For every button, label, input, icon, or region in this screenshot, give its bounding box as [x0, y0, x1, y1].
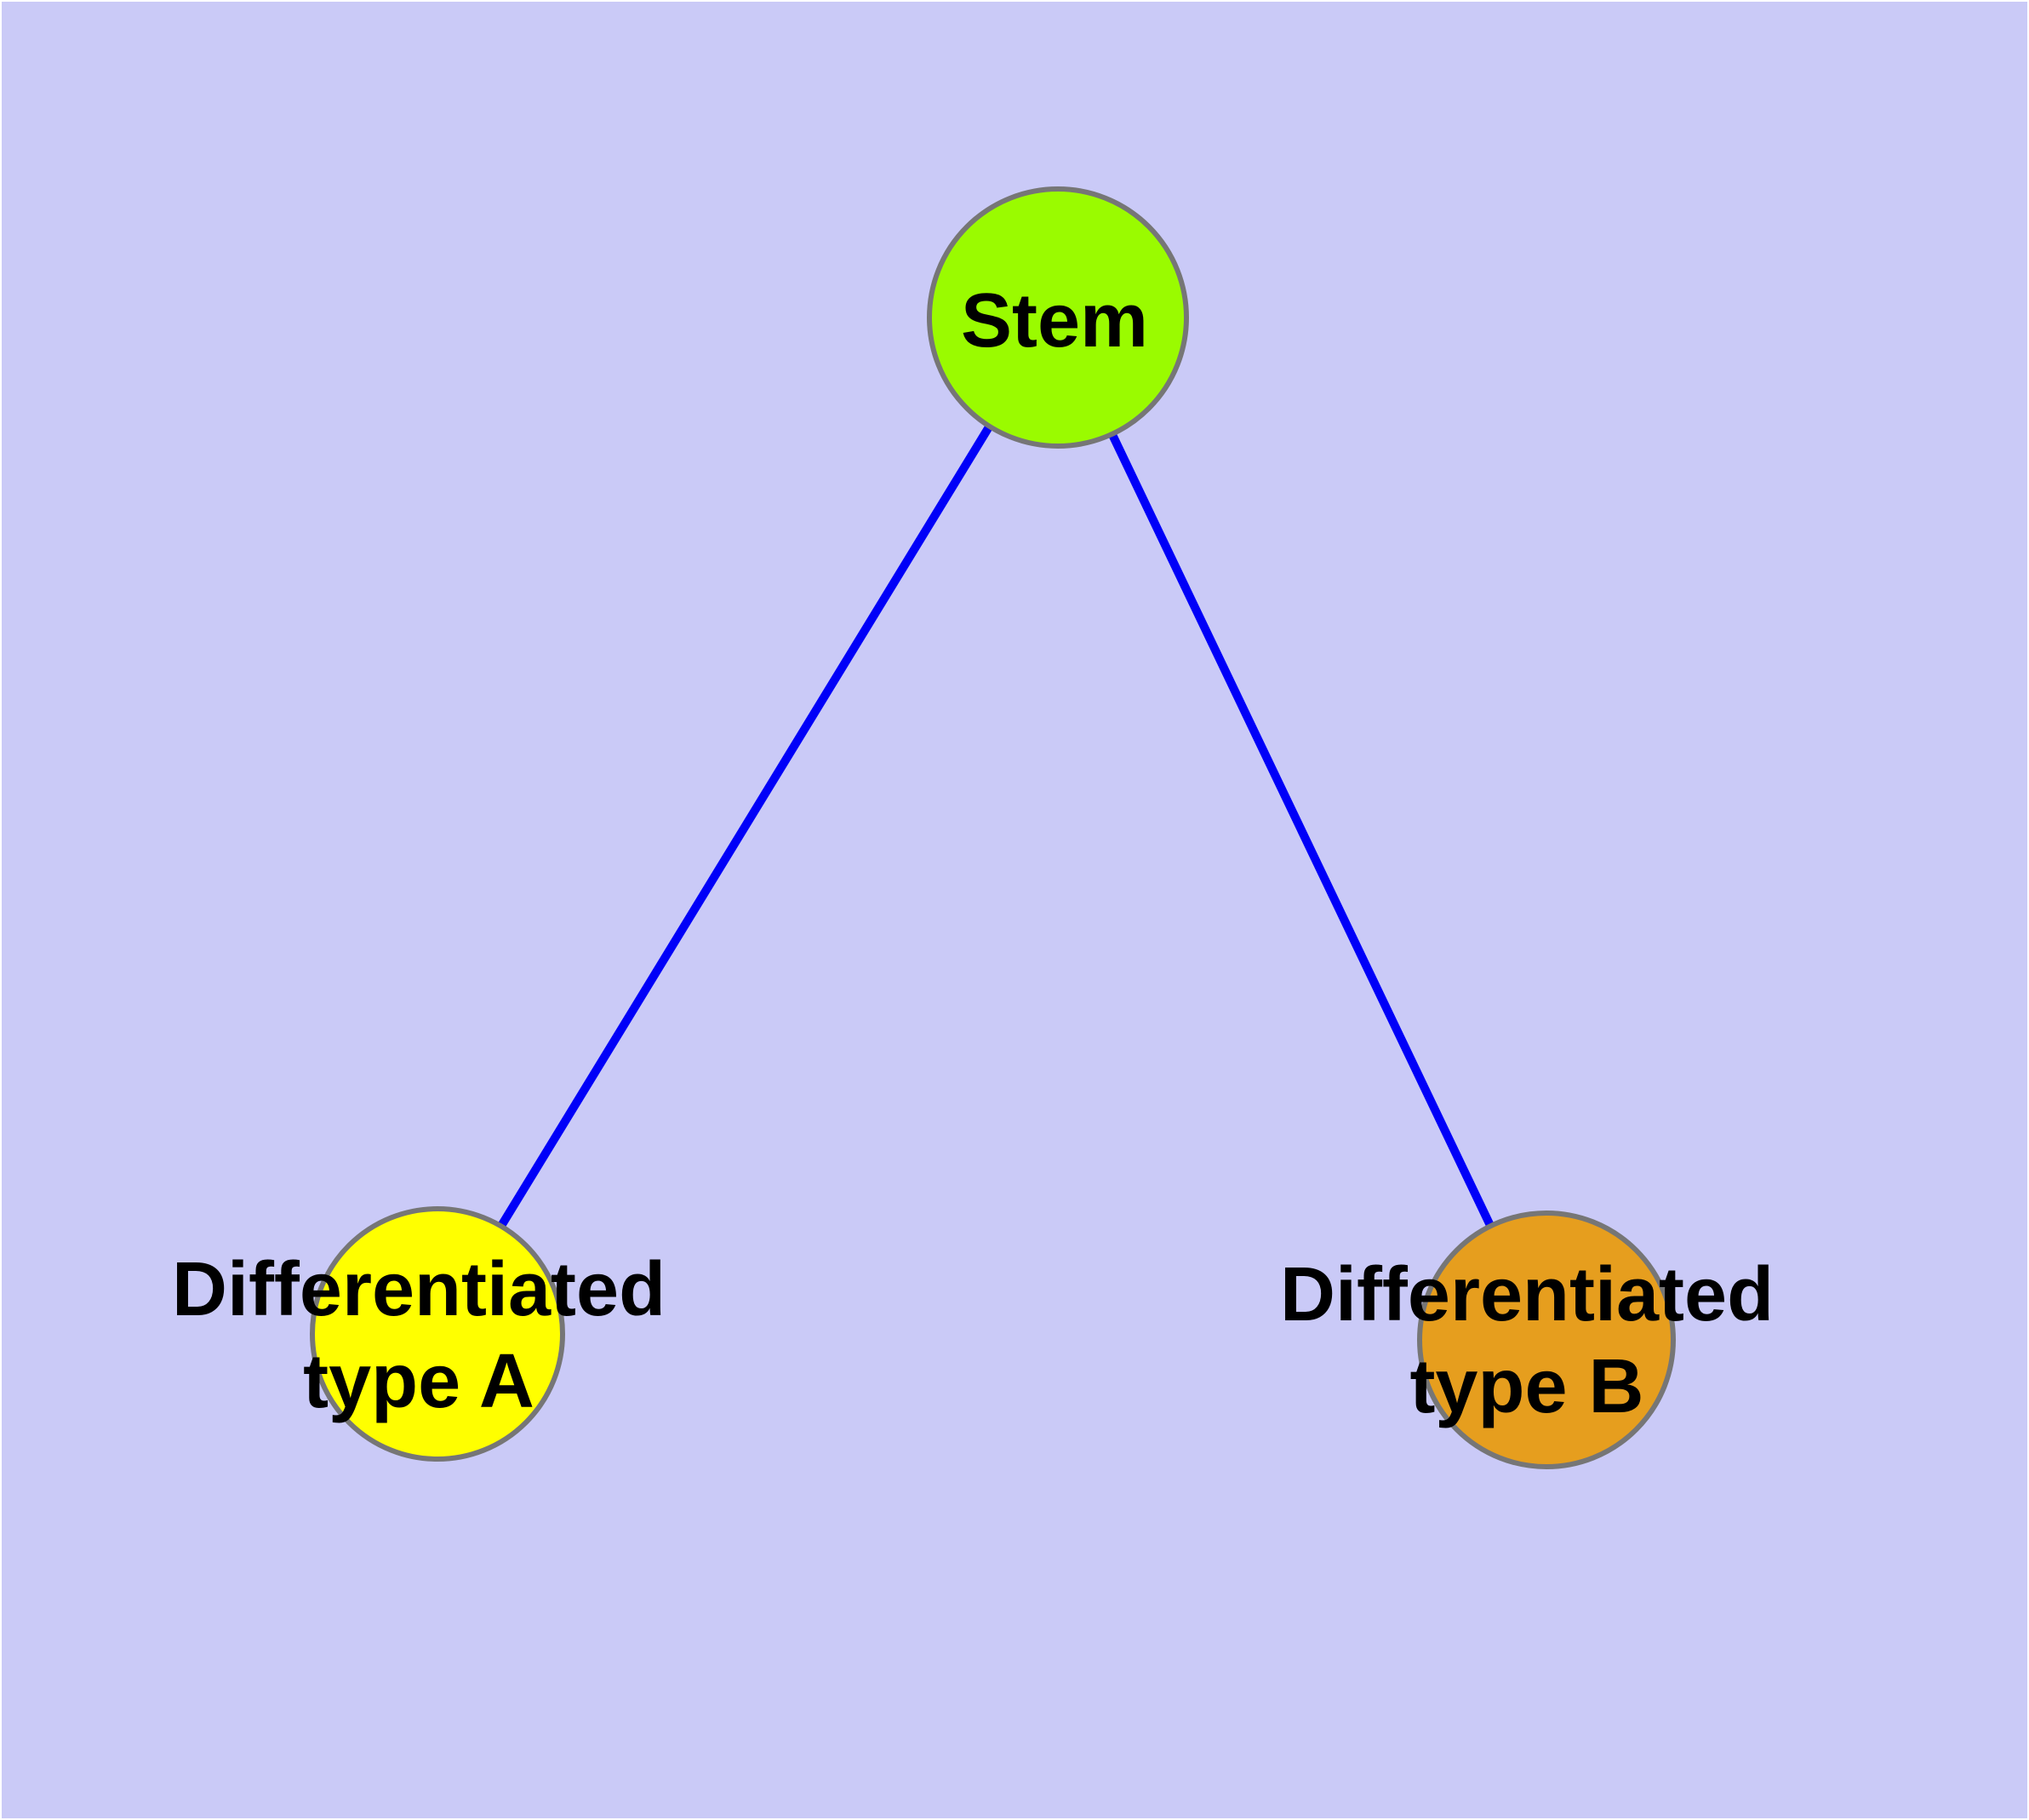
node-stem	[927, 186, 1189, 449]
edge-stem-to-type-a	[433, 314, 1060, 1334]
node-differentiated-type-b	[1417, 1210, 1676, 1469]
node-differentiated-type-a	[310, 1206, 565, 1462]
edge-stem-to-type-b	[1052, 315, 1548, 1340]
